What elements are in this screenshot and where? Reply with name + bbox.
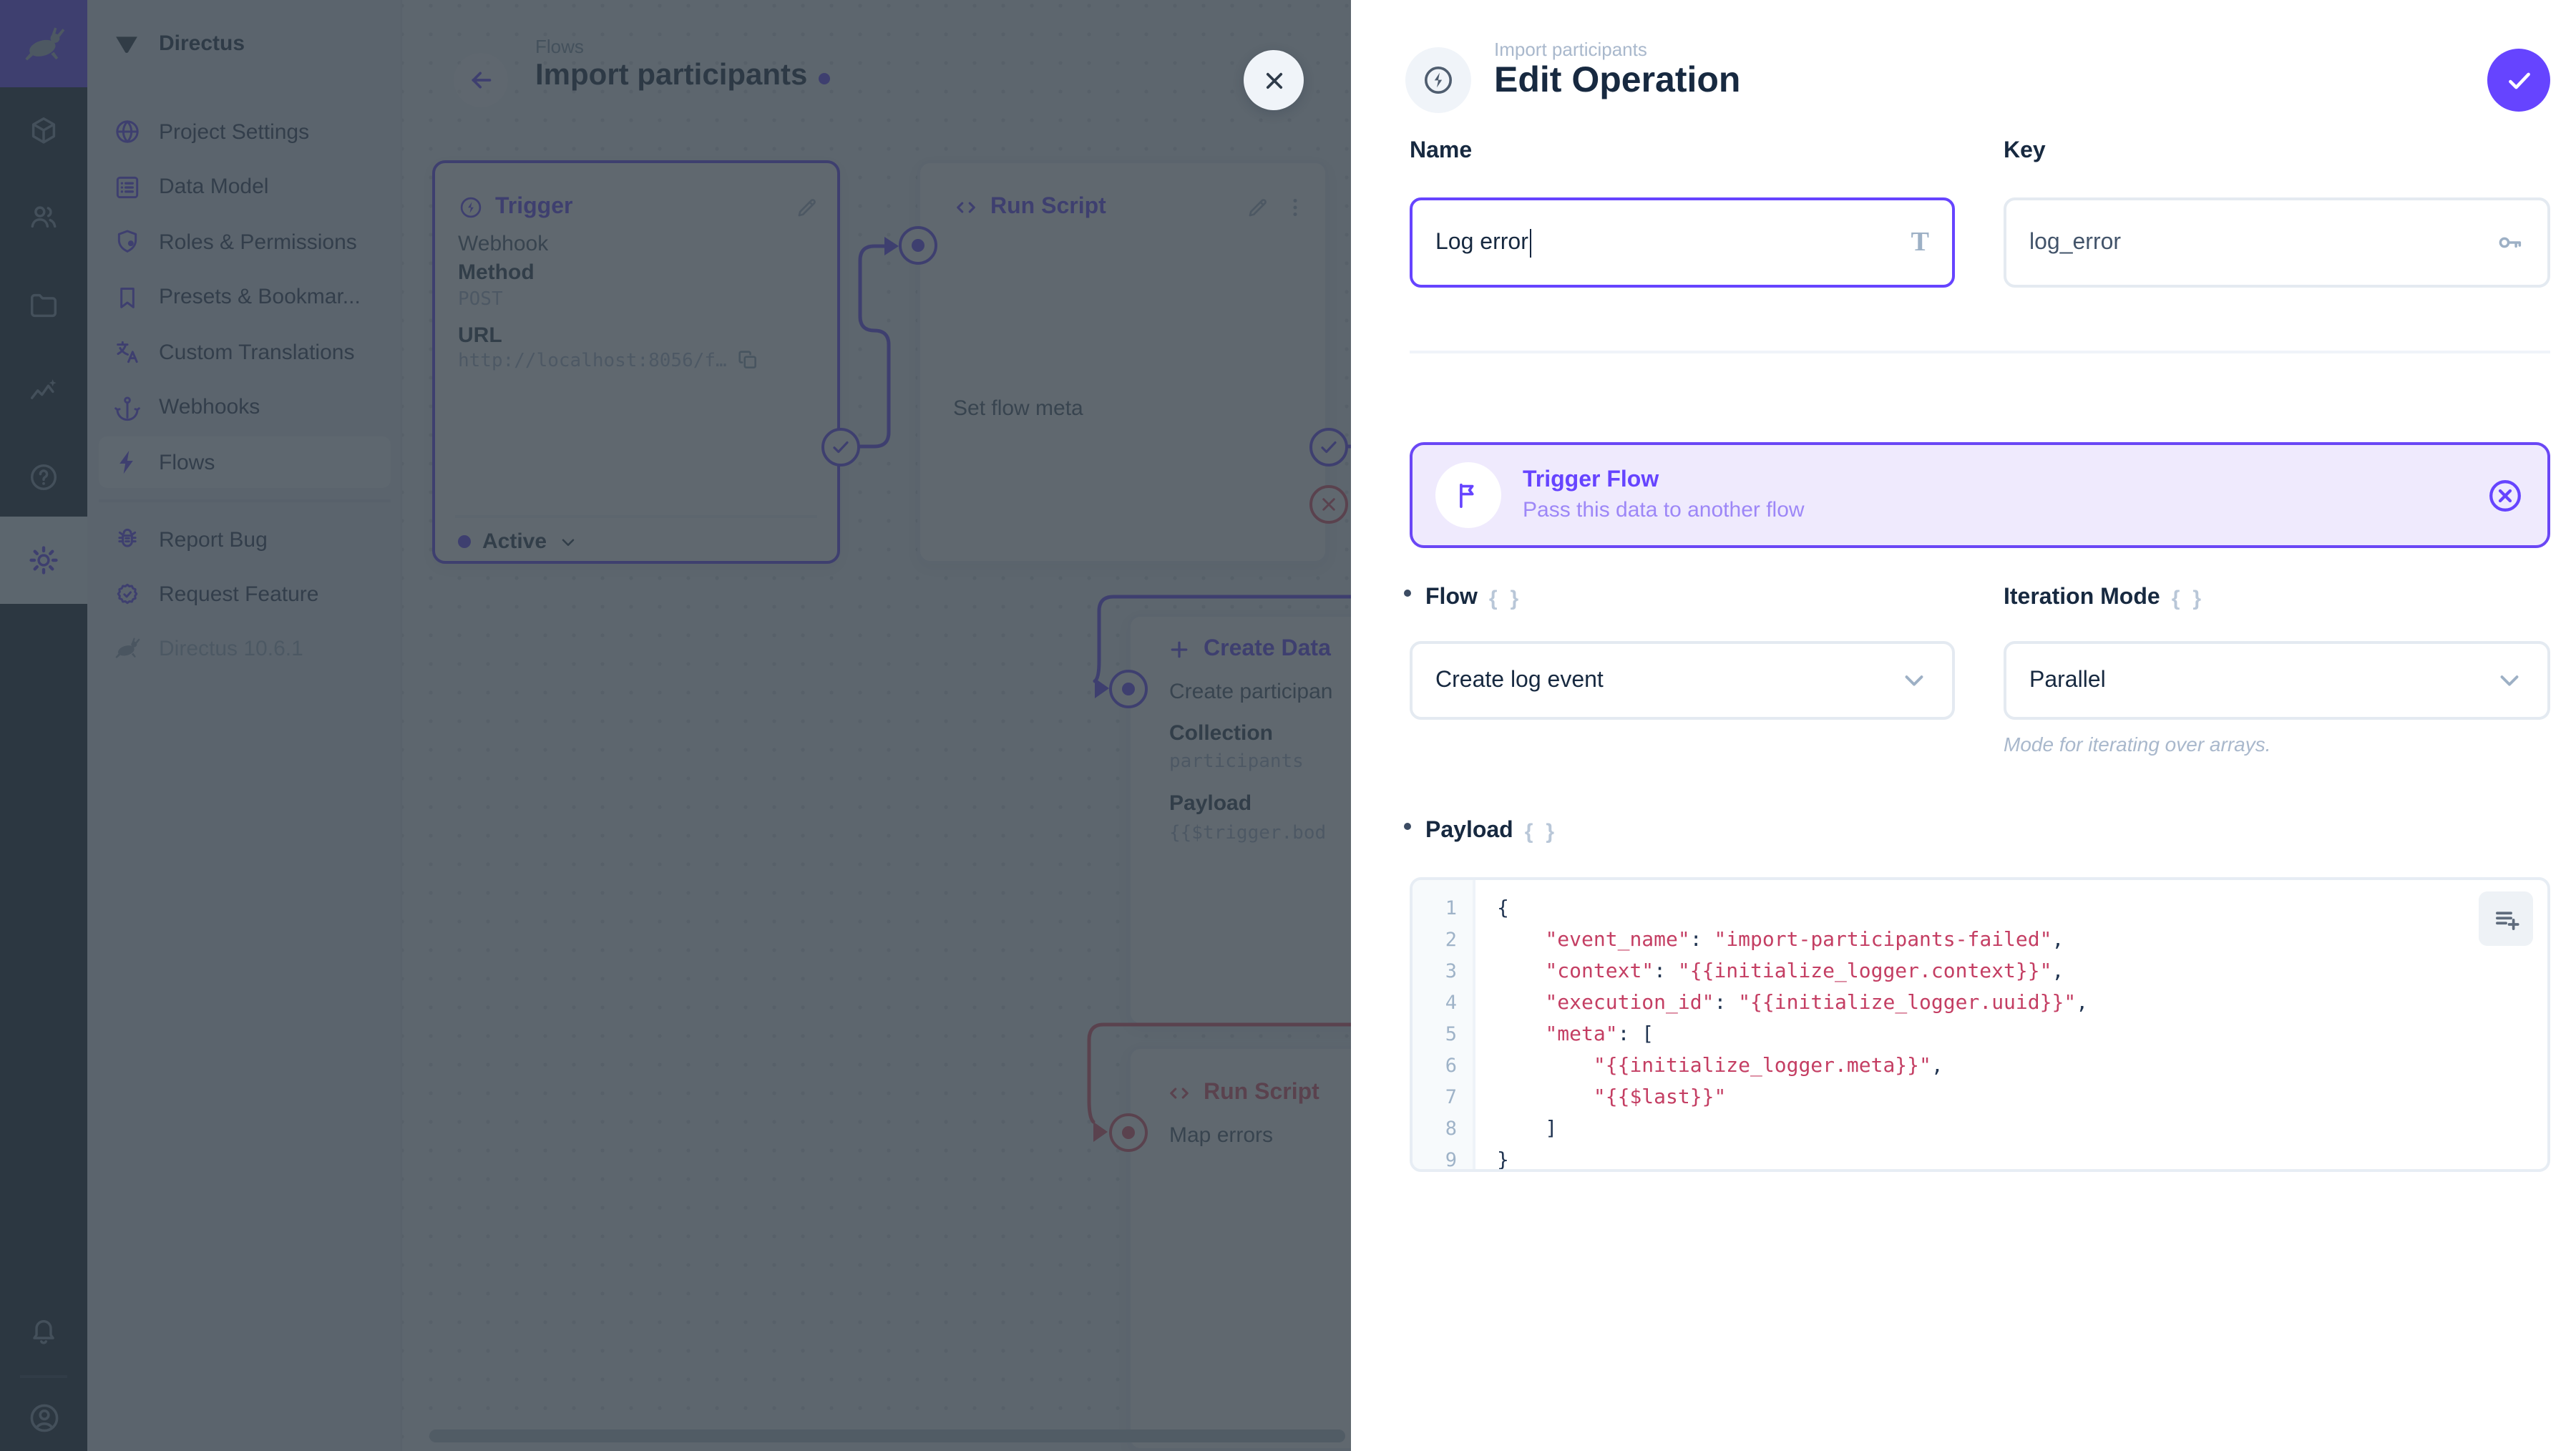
drawer-overlay[interactable] (0, 0, 1351, 1451)
name-input[interactable]: Log error T (1410, 197, 1955, 288)
code-line: ] (1497, 1118, 1558, 1140)
drawer-title: Edit Operation (1494, 60, 1741, 100)
name-label: Name (1410, 139, 1473, 163)
title-case-icon[interactable]: T (1911, 227, 1929, 257)
trigger-flow-texts: Trigger Flow Pass this data to another f… (1523, 468, 2464, 522)
code-line: } (1497, 1149, 1509, 1172)
code-line: "{{initialize_logger.meta}}", (1593, 1055, 1943, 1078)
drawer-breadcrumb: Import participants (1494, 39, 1647, 60)
code-content[interactable]: { "event_name": "import-participants-fai… (1478, 880, 2547, 1169)
name-value: Log error (1435, 230, 1528, 254)
raw-value-icon[interactable]: { } (2171, 586, 2206, 610)
key-icon (2494, 228, 2524, 258)
trigger-flow-title: Trigger Flow (1523, 468, 1659, 492)
iteration-mode-label: Iteration Mode{ } (2004, 585, 2206, 610)
close-icon (1260, 67, 1287, 94)
required-dot (1404, 589, 1411, 596)
key-input[interactable]: log_error (2004, 197, 2550, 288)
required-dot (1404, 822, 1411, 829)
flow-select[interactable]: Create log event (1410, 641, 1955, 720)
divider (1410, 351, 2550, 353)
code-line: "{{$last}}" (1593, 1086, 1727, 1109)
flag-badge (1435, 462, 1501, 528)
trigger-flow-card[interactable]: Trigger Flow Pass this data to another f… (1410, 442, 2550, 548)
iteration-mode-note: Mode for iterating over arrays. (2004, 733, 2271, 756)
flow-label: Flow{ } (1404, 585, 1523, 611)
operation-icon-button[interactable] (1405, 47, 1471, 113)
iteration-mode-select[interactable]: Parallel (2004, 641, 2550, 720)
close-drawer-button[interactable] (1244, 50, 1304, 110)
check-icon (2504, 65, 2534, 95)
playlist-add-icon (2491, 904, 2521, 934)
code-line: "context": "{{initialize_logger.context}… (1545, 960, 2064, 983)
flag-icon (1453, 479, 1484, 511)
expand-editor-button[interactable] (2479, 891, 2533, 946)
deselect-icon[interactable] (2486, 476, 2524, 514)
raw-value-icon[interactable]: { } (1524, 819, 1559, 844)
key-label: Key (2004, 139, 2046, 163)
payload-label: Payload{ } (1404, 819, 1558, 844)
raw-value-icon[interactable]: { } (1488, 586, 1523, 610)
iteration-mode-value: Parallel (2029, 668, 2106, 692)
code-line: "event_name": "import-participants-faile… (1545, 929, 2064, 952)
text-caret (1529, 228, 1532, 257)
key-value: log_error (2029, 230, 2122, 254)
trigger-flow-subtitle: Pass this data to another flow (1523, 498, 1805, 522)
code-line: "meta": [ (1545, 1023, 1654, 1046)
save-button[interactable] (2487, 49, 2550, 112)
bolt-circle-icon (1421, 63, 1455, 97)
flow-value: Create log event (1435, 668, 1604, 692)
code-line: { (1497, 897, 1509, 920)
chevron-down-icon (1899, 665, 1929, 695)
chevron-down-icon (2494, 665, 2524, 695)
edit-operation-drawer: Import participants Edit Operation Name … (1351, 0, 2576, 1451)
code-line: "execution_id": "{{initialize_logger.uui… (1545, 992, 2089, 1015)
